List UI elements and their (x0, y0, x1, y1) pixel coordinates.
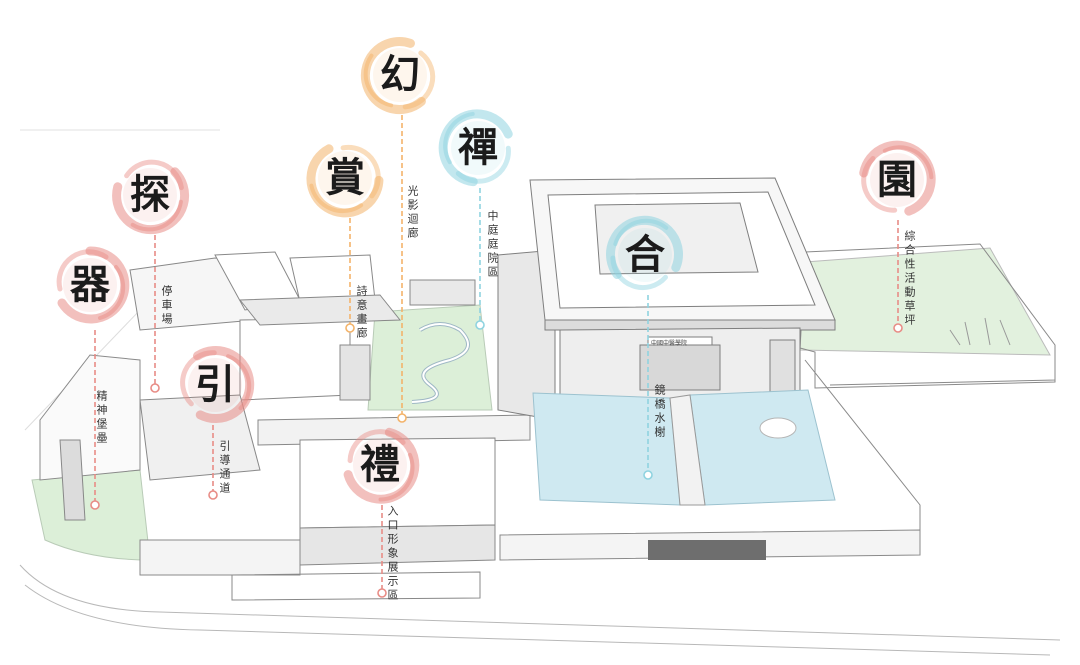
lawn-activity (799, 247, 1051, 356)
leader-endpoint-li (377, 588, 387, 598)
zone-label-li: 入口形象展示區 (386, 505, 399, 603)
leader-endpoint-qi (90, 500, 100, 510)
lawn-sculptures (949, 317, 1011, 346)
ink-brush-circle-icon (180, 346, 255, 424)
leader-endpoint-tan (150, 383, 160, 393)
zone-marker-tan: 探 (110, 155, 190, 235)
site-base (19, 129, 1061, 656)
hall-entrance (639, 344, 721, 391)
road-edge-curve (19, 564, 1061, 641)
zone-label-huan: 光影迴廊 (406, 185, 419, 241)
zone-marker-huan: 幻 (360, 35, 440, 115)
zone-character: 園 (877, 156, 917, 203)
leader-endpoint-yuan (893, 323, 903, 333)
zone-character: 禮 (360, 441, 400, 488)
hall-sign-board (647, 336, 713, 346)
road-outer-curve (24, 584, 1051, 656)
zone-marker-chan: 禪 (438, 108, 518, 188)
zone-label-yin: 引導通道 (218, 440, 231, 496)
lotus-sculpture (759, 417, 797, 439)
leader-endpoint-he (643, 470, 653, 480)
leader-endpoint-huan (397, 413, 407, 423)
leader-endpoint-yin (208, 490, 218, 500)
ink-brush-circle-icon (56, 246, 130, 324)
spirit-tower (59, 439, 86, 521)
zone-character: 引 (195, 361, 235, 408)
zone-marker-he: 合 (605, 215, 685, 295)
mirror-bridge (669, 394, 706, 506)
zone-marker-yin: 引 (175, 345, 255, 425)
zone-character: 賞 (325, 154, 365, 201)
ink-brush-circle-icon (112, 159, 190, 235)
ink-brush-circle-icon (360, 37, 436, 115)
zone-marker-li: 禮 (340, 425, 420, 505)
zone-character: 探 (130, 171, 170, 218)
zone-marker-qi: 器 (50, 245, 130, 325)
zone-label-tan: 停車場 (160, 285, 173, 327)
zone-label-yuan: 綜合性活動草坪 (903, 230, 916, 328)
ink-brush-circle-icon (859, 140, 936, 216)
zone-character: 合 (625, 231, 665, 278)
lawn-southwest (31, 469, 151, 561)
west-buildings (59, 251, 476, 521)
leader-endpoint-chan (475, 320, 485, 330)
zone-character: 幻 (380, 51, 420, 98)
hall-sign-text: 中國中醫學院 (651, 340, 688, 347)
zone-marker-yuan: 園 (857, 140, 937, 220)
leader-endpoint-shang (345, 323, 355, 333)
ink-brush-circle-icon (306, 144, 384, 218)
zone-label-he: 鏡橋水榭 (653, 384, 666, 440)
zone-label-qi: 精神堡壘 (95, 390, 108, 446)
ink-brush-circle-icon (606, 215, 684, 291)
zone-label-chan: 中庭庭院區 (486, 210, 499, 280)
courtyard-stream-inner (411, 323, 469, 403)
main-gate (648, 540, 766, 560)
zone-character: 器 (70, 261, 110, 308)
zone-label-shang: 詩意畫廊 (355, 285, 368, 341)
leader-lines (90, 115, 903, 598)
pool-east (689, 389, 836, 506)
ink-brush-circle-icon (438, 109, 513, 187)
zone-character: 禪 (458, 124, 498, 171)
zone-marker-shang: 賞 (305, 138, 385, 218)
ink-brush-circle-icon (343, 427, 420, 504)
